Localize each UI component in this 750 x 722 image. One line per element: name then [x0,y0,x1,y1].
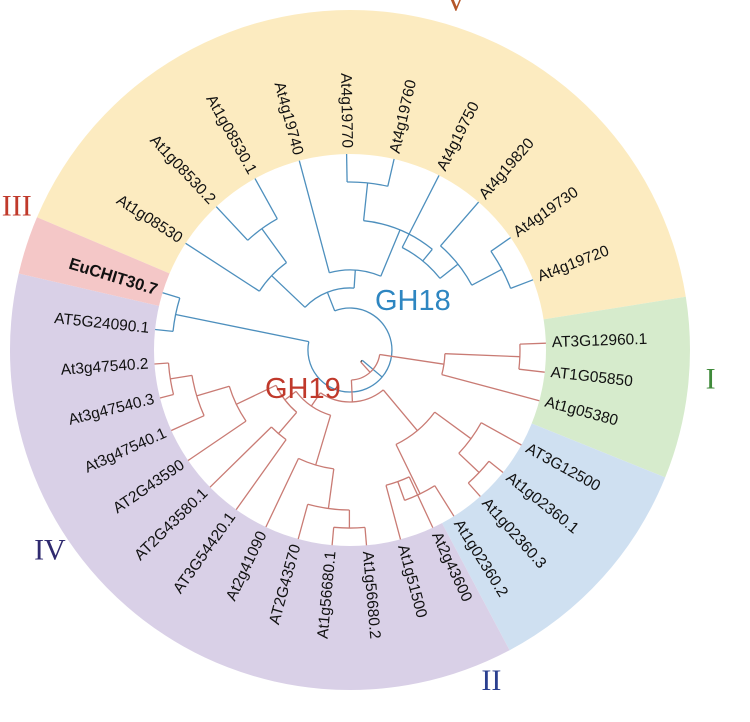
branch-line-31 [510,279,534,290]
branch-line-78 [235,439,287,510]
branch-line-43 [441,373,540,402]
branch-line-8 [185,242,260,292]
branch-line-51 [458,452,480,473]
branch-line-72 [297,504,309,540]
clade-label-i: I [706,362,716,395]
branch-arc-65 [298,457,334,470]
branch-line-66 [327,468,335,509]
branch-line-57 [434,485,455,517]
clade-label-v: V [445,0,467,18]
branch-arc-40 [518,344,521,370]
branch-line-55 [395,444,421,495]
branch-arc-47 [395,411,436,445]
branch-line-18 [362,182,369,221]
branch-line-25 [439,263,459,279]
branch-line-48 [434,411,472,440]
branch-line-22 [422,248,433,262]
branch-line-15 [298,160,330,273]
branch-line-28 [471,268,503,286]
branch-line-44 [350,379,354,402]
branch-arc-63 [295,391,331,416]
branch-line-74 [284,390,297,401]
branch-line-88 [159,393,174,399]
branch-arc-81 [228,386,247,422]
branch-arc-23 [401,246,441,279]
branch-line-11 [215,206,249,241]
branch-arc-45 [320,389,384,403]
branch-line-41 [519,342,546,345]
branch-line-30 [490,237,511,252]
branch-line-42 [518,368,545,373]
branch-line-35 [155,328,174,333]
branch-line-13 [353,270,356,289]
branch-line-73 [265,458,300,528]
branch-arc-17 [363,220,433,250]
family-label-gh18: GH18 [375,285,451,317]
branch-line-24 [401,175,440,248]
branch-line-2 [360,361,371,373]
branch-line-21 [387,158,395,187]
branch-arc-67 [307,503,350,511]
leaf-label-at3g47540-2: At3g47540.2 [60,356,149,379]
branch-line-6 [271,275,306,308]
branch-arc-84 [191,375,205,416]
branch-line-4 [326,292,336,312]
branch-line-16 [380,229,401,277]
branch-line-58 [397,481,406,501]
branch-line-54 [467,482,481,497]
branch-line-1 [361,359,383,378]
branch-line-39 [444,353,520,358]
branch-line-9 [261,228,288,263]
branch-line-64 [315,415,332,466]
branch-line-12 [254,178,278,220]
branch-line-83 [196,385,230,397]
branch-line-32 [175,313,309,343]
branch-line-71 [331,527,335,546]
clade-label-ii: II [481,664,501,697]
clade-label-iv: IV [34,533,66,566]
branch-line-60 [408,476,434,528]
branch-line-62 [310,392,322,407]
branch-line-50 [480,422,522,446]
branch-arc-7 [258,262,287,292]
branch-line-37 [379,353,444,365]
branch-line-34 [162,292,180,299]
branch-line-79 [209,426,272,488]
branch-arc-69 [333,526,366,529]
clade-label-iii: III [2,189,32,222]
branch-line-53 [488,460,504,474]
branch-line-61 [385,485,402,540]
branch-arc-75 [275,385,298,413]
branch-arc-26 [440,245,473,286]
branch-line-70 [364,527,368,546]
branch-line-27 [440,201,480,247]
branch-line-20 [345,153,348,183]
leaf-label-at4g19770: At4g19770 [337,73,355,149]
inner-white-disc [154,154,546,546]
branch-line-80 [236,384,277,405]
branch-line-82 [187,420,247,462]
family-label-gh19: GH19 [265,373,341,405]
branch-line-46 [382,389,418,432]
tree-branches [154,153,546,546]
branch-line-86 [170,374,193,380]
branch-line-89 [154,362,169,365]
leaf-label-at3g12960-1: AT3G12960.1 [552,331,648,351]
branch-line-85 [171,415,205,432]
branch-arc-36 [351,354,381,381]
branch-arc-14 [329,269,382,277]
branch-arc-3 [307,307,393,393]
branch-arc-5 [304,287,355,308]
branch-line-76 [278,411,298,435]
